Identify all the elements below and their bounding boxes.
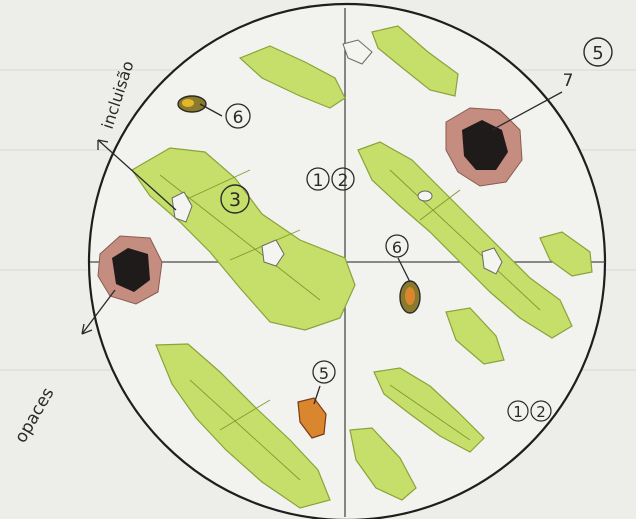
- marker-7-text: 7: [563, 71, 574, 91]
- marker-1-bottom-text: 1: [513, 403, 523, 421]
- inclusion-3: [418, 191, 432, 201]
- marker-3-text: 3: [229, 189, 241, 211]
- marker-6-top-text: 6: [233, 108, 244, 128]
- marker-2-bottom-text: 2: [536, 403, 546, 421]
- marker-5-bottom-text: 5: [319, 364, 329, 383]
- marker-5-top: 5: [584, 38, 612, 66]
- label-opaques: opaces: [11, 384, 59, 446]
- marker-1-center-text: 1: [313, 171, 324, 191]
- marker-2-center-text: 2: [338, 171, 349, 191]
- marker-5-top-text: 5: [592, 43, 603, 64]
- marker-6-center-text: 6: [392, 238, 402, 257]
